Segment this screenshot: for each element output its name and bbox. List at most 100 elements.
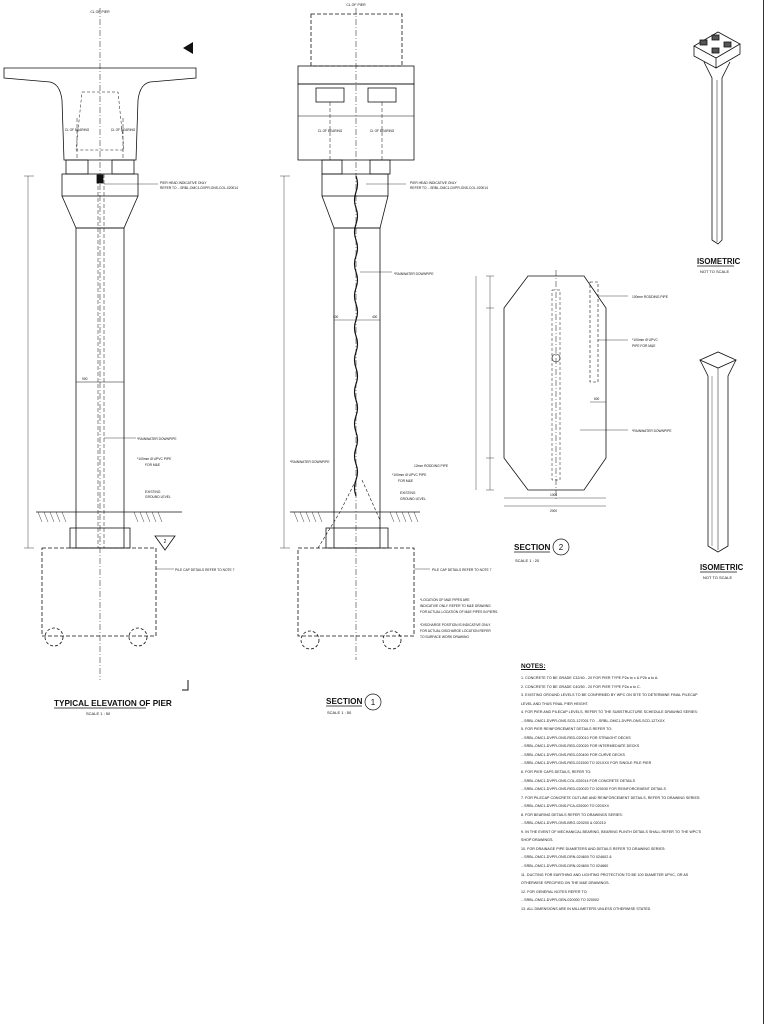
note-line: ...SRBL-OMC1-DVPR-ONS-RED-020020 FOR INT… [521,744,640,749]
elev-pierhead-note-2: REFER TO ...SRBL-OMC1-DVPR-ONS-COL-02001… [160,186,238,190]
notes-heading: NOTES: [521,663,546,670]
section-2-title: SECTION [514,543,550,552]
note-line: ...SRBL-OMC1-DVPR-ONS-DRN-024600 TO 0246… [521,864,609,869]
section1-bearing-left-label: CL OF BEARING [318,129,343,133]
note-line: ...SRBL-OMC1-DVPR-ONS-RED-020020 TO 0200… [521,787,666,792]
elev-dim-900: 900 [82,377,88,381]
section1-rainwater-label: *RAINWATER DOWNPIPE [394,272,434,276]
note-line: ...SRBL-OMC1-DVPR-ONS-SCD-127001 TO ...S… [521,718,665,723]
section2-rodding-label: 100mm RODDING PIPE [632,295,669,299]
section2-dim-1000: 1000 [550,493,557,497]
section1-ground-label-2: GROUND LEVEL [400,497,426,501]
note-line: 12. FOR GENERAL NOTES REFER TO: [521,889,588,894]
section-2-scale: SCALE 1 : 20 [515,558,540,563]
section1-bearing-right-label: CL OF BEARING [370,129,395,133]
section1-ground-label-1: EXISTING [400,491,416,495]
mep-note-3: FOR ACTUAL LOCATION OF M&E PIPES IN PIER… [420,610,498,614]
typical-elevation-scale: SCALE 1 : 50 [86,711,111,716]
isometric-1-scale: NOT TO SCALE [700,269,729,274]
section-1-scale: SCALE 1 : 50 [327,710,352,715]
bearing-right [111,159,135,175]
isometric-2-title: ISOMETRIC [700,563,744,572]
notes-list: 1. CONCRETE TO BE GRADE C32/40 - 20 FOR … [521,674,761,913]
section2-dim-600: 600 [594,397,600,401]
pier-head-inner [75,91,125,151]
note-line: ...SRBL-OMC1-DVPR-ONS-BRG-020200 & 02021… [521,821,606,826]
elevation-centerline-label: CL OF PIER [90,10,110,14]
section-2-number: 2 [559,543,564,552]
note-line: 8. FOR BEARING DETAILS REFER TO DRAWINGS… [521,812,623,817]
section1-dim-400a: 400 [333,315,339,319]
note-line: ...SRBL-OMC1-DVPR-ONS-RED-020400 FOR CUR… [521,752,625,757]
section1-rainwater-left: *RAINWATER DOWNPIPE [290,460,330,464]
note-line: 1. CONCRETE TO BE GRADE C32/40 - 20 FOR … [521,676,659,680]
elev-upvc-label-2: FOR M&E [145,463,161,467]
note-line: 3. EXISTING GROUND LEVELS TO BE CONFIRME… [521,693,698,698]
section1-pierhead-note-2: REFER TO ...SRBL-OMC1-DVPR-ONS-COL-02001… [410,186,488,190]
elev-rainwater-label: *RAINWATER DOWNPIPE [137,437,177,441]
bearing-left-label: CL OF BEARING [65,128,90,132]
typical-elevation-view: CL OF PIER CL OF BEARING CL OF BEARING [3,8,238,691]
section2-upvc-label-2: PIPE FOR M&E [632,344,656,348]
note-line: ...SRBL-OMC1-DVPR-ONS-RED-020010 FOR STR… [521,735,631,740]
section1-pile-cap [297,547,415,637]
section-1-view: CL OF PIER CL OF BEARING CL OF BEARING 4… [280,3,498,660]
note-line: 5. FOR PIER REINFORCEMENT DETAILS REFER … [521,727,613,732]
elev-ground-label-2: GROUND LEVEL [145,495,171,499]
mep-note-6: TO SURFACE WORK DRAWING [420,635,469,639]
elev-ground-label-1: EXISTING [145,490,161,494]
elev-pierhead-note-1: PIER HEAD INDICATIVE ONLY [160,181,207,185]
isometric-1-title: ISOMETRIC [697,257,741,266]
sheet-border-right [763,0,768,1024]
note-line: 2. CONCRETE TO BE GRADE C40/50 - 20 FOR … [521,684,641,689]
note-line: 10. FOR DRAINAGE PIPE DIAMETERS AND DETA… [521,846,666,851]
elev-pilecap-label: PILE CAP DETAILS REFER TO NOTE 7 [175,568,235,572]
pile-cap [41,547,157,637]
mep-note-5: FOR ACTUAL DISCHARGE LOCATION REFER [420,629,491,633]
note-line: ...SRBL-OMC1-DVPR-GEN-020000 TO 020002 [521,898,600,903]
isometric-view-2 [699,351,737,553]
bearing-right-label: CL OF BEARING [111,128,136,132]
section2-rainwater-label: *RAINWATER DOWNPIPE [632,429,672,433]
note-line: SHOP DRAWINGS. [521,838,554,843]
isometric-2-scale: NOT TO SCALE [703,575,732,580]
note-line: 4. FOR PIER AND PILECAP LEVELS, REFER TO… [521,710,698,715]
typical-elevation-title: TYPICAL ELEVATION OF PIER [54,699,172,708]
general-notes: NOTES: 1. CONCRETE TO BE GRADE C32/40 - … [521,663,761,913]
bearing-left [65,159,89,175]
note-line: ...SRBL-OMC1-DVPR-ONS-COL-020014 FOR CON… [521,778,636,783]
elev-upvc-label-1: *100mm Ø UPVC PIPE [137,457,172,461]
isometric-view-1 [693,31,741,245]
section1-upvc-label-1: *100mm Ø UPVC PIPE [392,473,427,477]
section1-rodding-label: 12mm RODDING PIPE [414,464,449,468]
section1-upvc-label-2: FOR M&E [398,479,414,483]
section2-outline [503,275,607,491]
section-1-title: SECTION [326,697,362,706]
note-line: OTHERWISE SPECIFIED ON THE M&E DRAWINGS. [521,881,610,886]
section-1-number: 1 [371,698,376,707]
note-line: 6. FOR PIER CAPS DETAILS, REFER TO: [521,770,592,775]
section1-downpipe [353,175,359,497]
note-line: LEVEL AND THUS FINAL PIER HEIGHT. [521,701,589,706]
section1-pierhead-note-1: PIER HEAD INDICATIVE ONLY [410,181,457,185]
note-line: 11. DUCTING FOR EARTHING AND LIGHTING PR… [521,872,689,877]
note-line: ...SRBL-OMC1-DVPR-ONS-PCA-020000 TO 020X… [521,804,610,809]
section1-dim-400b: 400 [372,315,378,319]
note-line: 9. IN THE EVENT OF MECHANICAL BEARING, B… [521,829,702,834]
note-line: 7. FOR PILECAP CONCRETE OUTLINE AND REIN… [521,795,701,800]
note-line: ...SRBL-OMC1-DVPR-ONS-DRN-024600 TO 0246… [521,855,612,860]
pier-head-outline [3,67,197,161]
note-line: ...SRBL-OMC1-DVPR-ONS-RED-021500 TO 021X… [521,761,652,766]
svg-text:2: 2 [164,539,167,545]
svg-text:CL OF PIER: CL OF PIER [346,3,366,7]
note-line: 13. ALL DIMENSIONS ARE IN MILLIMETERS UN… [521,906,652,911]
section-2-view: 100mm RODDING PIPE *100mm Ø UPVC PIPE FO… [475,270,672,513]
mep-note-1: *LOCATION OF M&E PIPES ARE [420,598,470,602]
section-marker-2 [154,535,176,551]
section2-upvc-label-1: *100mm Ø UPVC [632,338,658,342]
section2-dim-2000: 2000 [550,509,557,513]
section1-pilecap-label: PILE CAP DETAILS REFER TO NOTE 7 [432,568,492,572]
mep-note-2: INDICATIVE ONLY. REFER TO M&E DRAWING [420,604,491,608]
mep-note-4: *DISCHARGE POSITION IS INDICATIVE ONLY. [420,623,491,627]
